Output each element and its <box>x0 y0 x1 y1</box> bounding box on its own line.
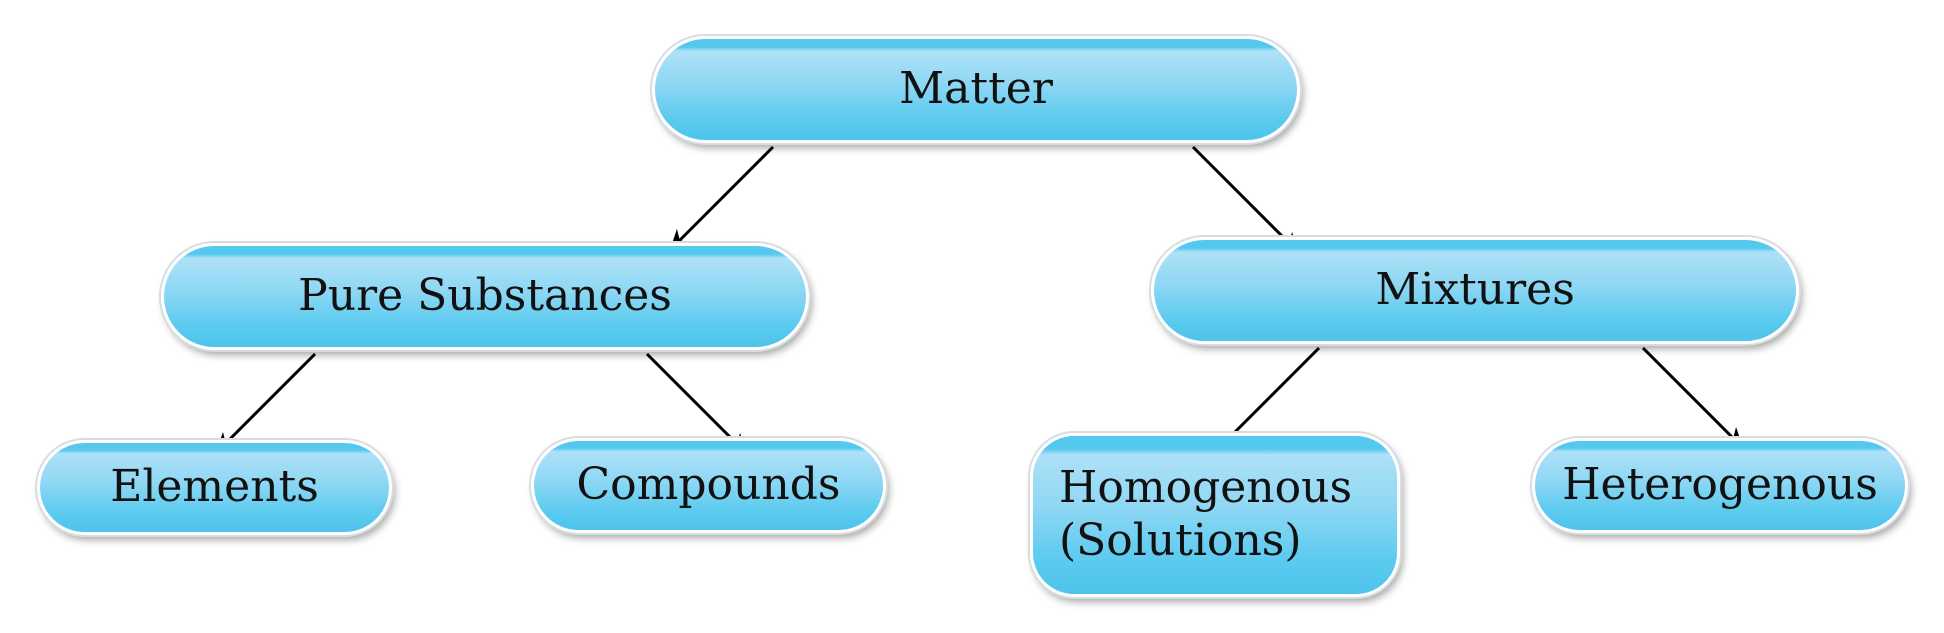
node-heterogenous: Heterogenous <box>1532 438 1908 533</box>
arrow-pure-substances-to-elements <box>215 352 317 454</box>
node-compounds-label: Compounds <box>576 459 841 511</box>
arrow-matter-to-pure-substances <box>669 145 775 251</box>
node-matter-label: Matter <box>899 63 1053 115</box>
arrow-matter-to-mixtures <box>1191 145 1300 254</box>
node-homogenous: Homogenous (Solutions) <box>1030 433 1400 597</box>
node-matter: Matter <box>652 36 1300 143</box>
node-homogenous-label: Homogenous (Solutions) <box>1059 462 1353 566</box>
node-pure-substances: Pure Substances <box>161 243 809 350</box>
node-compounds: Compounds <box>531 438 886 533</box>
arrow-mixtures-to-heterogenous <box>1641 346 1744 449</box>
node-mixtures: Mixtures <box>1151 237 1799 344</box>
node-elements-label: Elements <box>110 461 319 513</box>
node-pure-substances-label: Pure Substances <box>298 270 672 322</box>
node-elements: Elements <box>37 440 392 535</box>
node-heterogenous-label: Heterogenous <box>1562 459 1878 511</box>
node-mixtures-label: Mixtures <box>1375 264 1575 316</box>
